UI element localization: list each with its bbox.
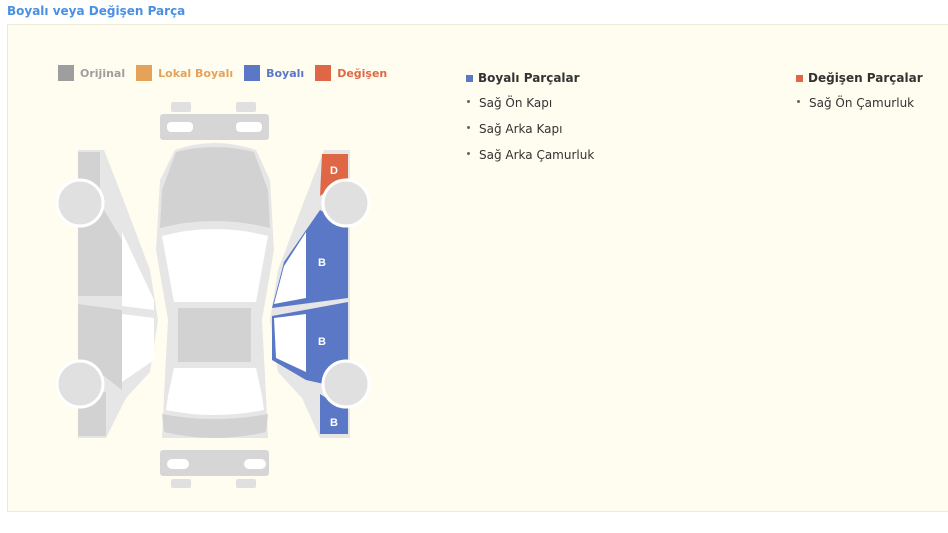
- front-bumper-tab-left[interactable]: [171, 102, 191, 112]
- painted-swatch: [244, 65, 261, 81]
- front-bumper[interactable]: [160, 114, 269, 140]
- replaced-part-1: Sağ Ön Çamurluk: [809, 96, 915, 110]
- rear-bumper[interactable]: [160, 450, 269, 476]
- bullet-icon: [467, 100, 470, 103]
- color-legend: Orijinal Lokal Boyalı Boyalı Değişen: [58, 65, 398, 81]
- list-item: Sağ Ön Çamurluk: [797, 96, 914, 110]
- roof[interactable]: [178, 308, 251, 362]
- list-item: Sağ Ön Kapı: [467, 96, 552, 110]
- rear-bumper-tab-right[interactable]: [236, 479, 256, 488]
- original-swatch: [58, 65, 74, 81]
- painted-part-1: Sağ Ön Kapı: [479, 96, 553, 110]
- windshield: [162, 229, 268, 302]
- rear-bumper-tab-left[interactable]: [171, 479, 191, 488]
- legend-original-label: Orijinal: [80, 66, 126, 80]
- right-front-wheel: [321, 178, 371, 228]
- left-front-door[interactable]: [78, 210, 122, 296]
- rear-window: [166, 368, 264, 415]
- bullet-icon: [467, 126, 470, 129]
- painted-parts-title-text: Boyalı Parçalar: [478, 71, 580, 85]
- right-rear-fender[interactable]: [320, 394, 348, 434]
- legend-local-painted-label: Lokal Boyalı: [158, 66, 234, 80]
- replaced-parts-title: Değişen Parçalar: [796, 71, 923, 85]
- left-rear-window: [122, 314, 154, 382]
- right-front-window: [274, 232, 306, 304]
- list-item: Sağ Arka Çamurluk: [467, 148, 594, 162]
- replaced-swatch: [315, 65, 332, 81]
- legend-replaced: Değişen: [315, 65, 387, 81]
- painted-parts-marker: [466, 74, 473, 82]
- replaced-parts-marker: [796, 74, 803, 82]
- right-front-fender[interactable]: [320, 154, 348, 196]
- front-bumper-tab-right[interactable]: [236, 102, 256, 112]
- legend-replaced-label: Değişen: [337, 66, 388, 80]
- right-rear-fender-mark: B: [330, 417, 338, 429]
- trunk[interactable]: [162, 414, 268, 438]
- right-front-fender-mark: D: [330, 165, 338, 177]
- list-item: Sağ Arka Kapı: [467, 122, 562, 136]
- left-front-wheel: [55, 178, 105, 228]
- left-front-window: [122, 232, 154, 310]
- bullet-icon: [467, 152, 470, 155]
- rear-light-right: [244, 459, 266, 469]
- legend-painted: Boyalı: [244, 65, 304, 81]
- right-rear-wheel: [321, 359, 371, 409]
- painted-part-2: Sağ Arka Kapı: [479, 122, 563, 136]
- right-rear-window: [274, 314, 306, 372]
- rear-light-left: [167, 459, 189, 469]
- painted-parts-title: Boyalı Parçalar: [466, 71, 580, 85]
- front-headlight-left: [167, 122, 193, 132]
- front-headlight-right: [236, 122, 262, 132]
- legend-painted-label: Boyalı: [266, 66, 305, 80]
- replaced-parts-title-text: Değişen Parçalar: [808, 71, 923, 85]
- car-diagram: D B B B: [55, 102, 371, 488]
- legend-local-painted: Lokal Boyalı: [136, 65, 233, 81]
- right-front-door-mark: B: [318, 257, 326, 269]
- painted-part-3: Sağ Arka Çamurluk: [479, 148, 595, 162]
- bullet-icon: [797, 100, 800, 103]
- hood[interactable]: [160, 147, 270, 228]
- right-rear-door-mark: B: [318, 336, 326, 348]
- section-title: Boyalı veya Değişen Parça: [7, 4, 186, 18]
- left-rear-wheel: [55, 359, 105, 409]
- local-painted-swatch: [136, 65, 153, 81]
- legend-original: Orijinal: [58, 65, 125, 81]
